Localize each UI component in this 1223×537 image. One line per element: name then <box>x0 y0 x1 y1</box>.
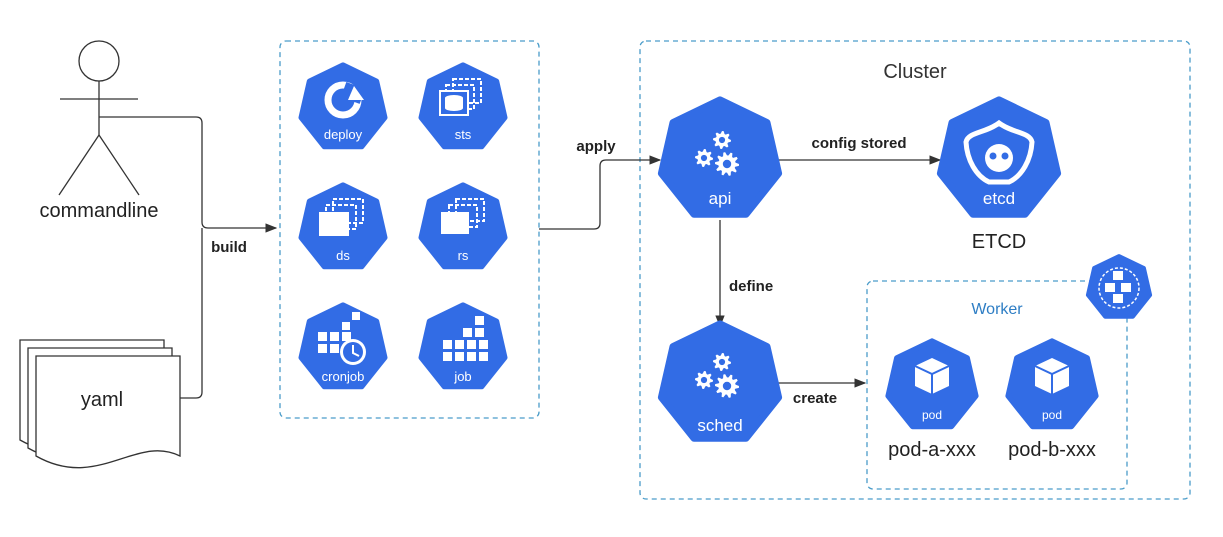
gear-hole <box>722 159 732 169</box>
yaml-document-stack <box>19 339 181 469</box>
sts-label: sts <box>455 127 472 142</box>
commandline-label: commandline <box>40 200 159 222</box>
heptagon-background <box>298 62 388 150</box>
worker-title: Worker <box>971 301 1023 318</box>
daemonset-stack-icon <box>298 182 388 270</box>
pod-b-caption: pod-b-xxx <box>1008 439 1096 461</box>
replicaset-stack-icon <box>418 182 508 270</box>
etcd-icon <box>936 96 1062 218</box>
sched-label: sched <box>697 416 742 435</box>
job-grid-icon <box>418 302 508 390</box>
edge-label-define: define <box>729 278 773 295</box>
yaml-label: yaml <box>81 389 123 411</box>
statefulset-database-icon <box>418 62 508 150</box>
ds-label: ds <box>336 248 350 263</box>
gear-hole <box>718 358 726 366</box>
commandline-actor <box>58 40 140 196</box>
pod-a-icon-label: pod <box>922 408 942 422</box>
edge-label-create: create <box>793 390 837 407</box>
cronjob-label: cronjob <box>322 369 365 384</box>
api-label: api <box>709 189 732 208</box>
rs-label: rs <box>458 248 469 263</box>
heptagon-background <box>1085 254 1153 319</box>
edge-label-build: build <box>211 239 247 256</box>
pod-a-caption: pod-a-xxx <box>888 439 976 461</box>
pod-b-cube-icon <box>1005 338 1099 430</box>
gear-hole <box>700 154 708 162</box>
cronjob-clock-icon <box>298 302 388 390</box>
gear-hole <box>718 136 726 144</box>
gear-hole <box>722 381 732 391</box>
node-cubes-icon <box>1085 254 1153 319</box>
job-label: job <box>453 369 471 384</box>
gear-hole <box>700 376 708 384</box>
pod-b-icon-label: pod <box>1042 408 1062 422</box>
edge-yaml-build <box>180 228 203 399</box>
edge-commandline-build <box>99 116 278 233</box>
deploy-label: deploy <box>324 127 363 142</box>
scheduler-gears-icon <box>657 320 783 442</box>
pod-a-cube-icon <box>885 338 979 430</box>
deployment-refresh-icon <box>298 62 388 150</box>
edge-label-apply: apply <box>576 138 616 155</box>
edge-label-config-stored: config stored <box>811 135 906 152</box>
cluster-group <box>639 40 1191 500</box>
cluster-title: Cluster <box>883 61 947 83</box>
api-server-gears-icon <box>657 96 783 218</box>
worker-group <box>866 280 1128 490</box>
etcd-caption: ETCD <box>972 231 1026 253</box>
etcd-label: etcd <box>983 189 1015 208</box>
edge-apply <box>539 155 662 230</box>
